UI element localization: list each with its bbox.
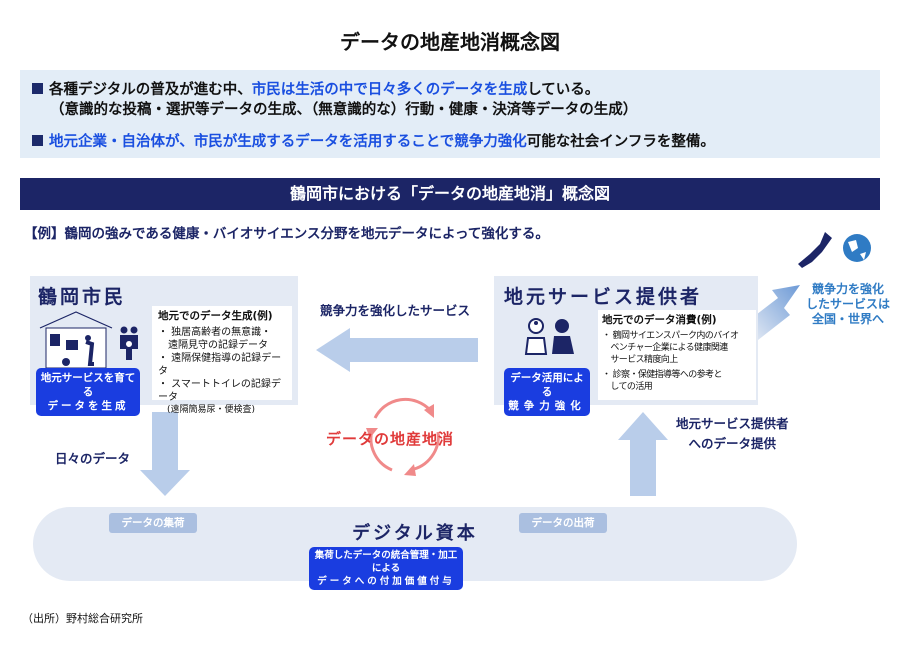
up-arrow [618, 412, 668, 496]
highlight-text: 市民は生活の中で日々多くのデータを生成 [251, 82, 528, 98]
family-icon [120, 326, 138, 360]
bullet-icon [32, 83, 43, 94]
badge-line: データへの付加価値付与 [317, 576, 455, 587]
label-line: 競争力を強化 [811, 282, 884, 296]
list-item: ベンチャー企業による健康関連 [602, 343, 728, 353]
list-item: ・ 独居高齢者の無意識・ [158, 327, 272, 338]
page-title: データの地産地消概念図 [340, 30, 560, 54]
list-item: (遠隔簡易尿・便検査) [158, 405, 256, 415]
citizen-card: 地元でのデータ生成(例) ・ 独居高齢者の無意識・ 遠隔見守の記録データ ・ 遠… [152, 306, 292, 415]
badge-line: データ活用による [510, 372, 584, 398]
digital-capital-badge: 集荷したデータの統合管理・加工によるデータへの付加価値付与 [309, 547, 463, 590]
provider-badge: データ活用による競争力強化 [504, 368, 590, 416]
house-icon [39, 311, 113, 369]
data-collection-tag: データの集荷 [109, 513, 197, 533]
summary-box: 各種デジタルの普及が進む中、市民は生活の中で日々多くのデータを生成している。 （… [20, 70, 880, 158]
bullet-icon [32, 135, 43, 146]
label-line: へのデータ提供 [688, 436, 777, 451]
text: 可能な社会インフラを整備。 [526, 134, 715, 150]
list-item: ・ 鶴岡サイエンスパーク内のバイオ [602, 331, 739, 341]
badge-line: 集荷したデータの統合管理・加工による [314, 550, 458, 574]
summary-line-1: 各種デジタルの普及が進む中、市民は生活の中で日々多くのデータを生成している。 [32, 78, 599, 99]
label-line: 地元サービス提供者 [676, 416, 789, 431]
highlight-text: 地元企業・自治体が、市民が生成するデータを活用することで競争力強化 [49, 134, 527, 150]
diagonal-arrow [752, 285, 800, 340]
digital-capital-title: デジタル資本 [352, 523, 478, 544]
text: している。 [527, 82, 600, 98]
doctor-patient-icon [524, 318, 574, 355]
daily-data-label: 日々のデータ [55, 451, 131, 466]
summary-line-2: （意識的な投稿・選択等データの生成、（無意識的な）行動・健康・決済等データの生成… [50, 102, 638, 118]
list-item: ・ スマートトイレの記録データ [158, 379, 281, 403]
globe-icon [843, 234, 871, 262]
section-banner: 鶴岡市における「データの地産地消」概念図 [20, 178, 880, 210]
card-title: 地元でのデータ生成(例) [158, 310, 273, 322]
citizen-panel: 鶴岡市民 地元サービスを育てるデータを生成 地元でのデータ生成(例) ・ 独居高… [30, 276, 298, 416]
provide-data-label: 地元サービス提供者へのデータ提供 [676, 414, 789, 454]
provider-panel: 地元サービス提供者 データ活用による競争力強化 地元でのデータ消費(例) ・ 鶴… [494, 276, 758, 416]
text: 各種デジタルの普及が進む中、 [49, 82, 252, 98]
nationwide-label: 競争力を強化したサービスは全国・世界へ [800, 282, 896, 327]
list-item: 遠隔見守の記録データ [158, 340, 268, 351]
list-item: しての活用 [602, 382, 653, 392]
provider-title: 地元サービス提供者 [504, 286, 703, 308]
cycle-label: データの地産地消 [326, 430, 455, 448]
card-title: 地元でのデータ消費(例) [602, 314, 717, 326]
list-item: サービス精度向上 [602, 355, 678, 365]
source-note: （出所）野村総合研究所 [22, 612, 143, 625]
citizen-badge: 地元サービスを育てるデータを生成 [36, 368, 140, 416]
citizen-title: 鶴岡市民 [38, 286, 127, 308]
badge-line: データを生成 [47, 400, 129, 412]
digital-capital-panel: データの集荷 データの出荷 デジタル資本 集荷したデータの統合管理・加工によるデ… [33, 507, 797, 590]
service-arrow-label: 競争力を強化したサービス [320, 303, 471, 318]
provider-card: 地元でのデータ消費(例) ・ 鶴岡サイエンスパーク内のバイオ ベンチャー企業によ… [598, 310, 756, 400]
list-item: ・ 遠隔保健指導の記録データ [158, 353, 282, 377]
badge-line: 地元サービスを育てる [40, 372, 136, 398]
data-shipping-tag: データの出荷 [519, 513, 607, 533]
left-arrow [316, 328, 478, 372]
label-line: したサービスは [805, 297, 890, 311]
summary-line-3: 地元企業・自治体が、市民が生成するデータを活用することで競争力強化可能な社会イン… [32, 130, 715, 151]
label-line: 全国・世界へ [811, 312, 884, 326]
list-item: ・ 診察・保健指導等への参考と [602, 370, 722, 380]
japan-map-icon [798, 232, 832, 268]
example-text: 【例】鶴岡の強みである健康・バイオサイエンス分野を地元データによって強化する。 [24, 226, 549, 242]
badge-line: 競争力強化 [508, 400, 586, 412]
down-arrow [140, 412, 190, 496]
